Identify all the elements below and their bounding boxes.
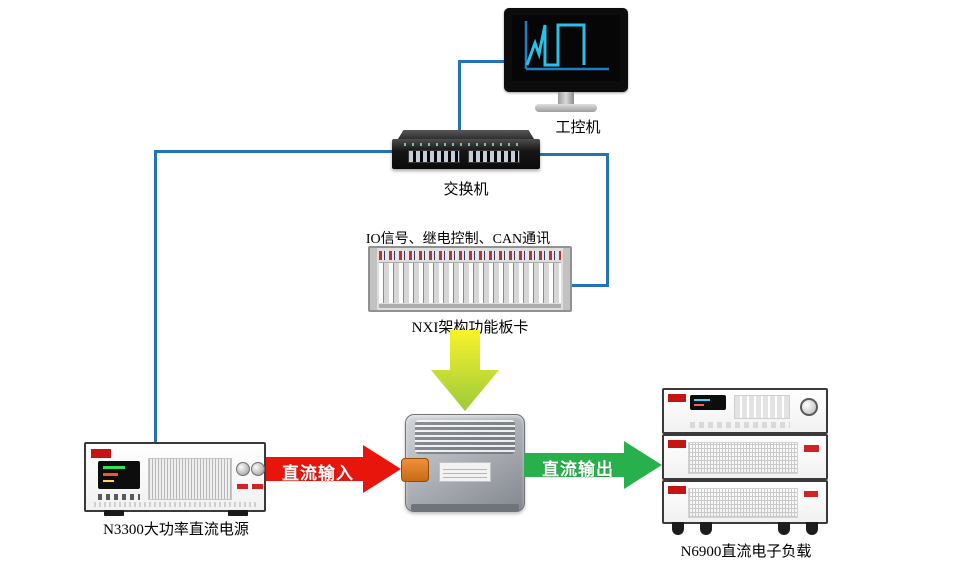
line-switch-to-nxi-horizontal-bottom (570, 284, 609, 287)
load-red-tag-bottom (804, 491, 818, 497)
psu-output-connector-2 (251, 462, 265, 476)
nxi-caption: IO信号、继电控制、CAN通讯 (365, 232, 551, 247)
dut-base-flange (411, 504, 519, 511)
psu-output-connector-1 (236, 462, 250, 476)
psu-display-line-green (103, 466, 125, 469)
dut-cooling-fins (415, 420, 515, 454)
load-unit-top (662, 388, 828, 434)
psu-display (98, 461, 140, 489)
switch-port-group-left (408, 150, 460, 163)
load-rotary-knob (800, 398, 818, 416)
load-lower-button-row (690, 422, 790, 428)
line-switch-to-psu-horizontal (154, 150, 394, 153)
network-switch-top (398, 130, 534, 139)
nxi-connector-strip (379, 251, 561, 260)
dc-input-arrow-icon (266, 445, 401, 493)
waveform-chart-icon (512, 15, 620, 81)
psu-brand-logo (91, 449, 111, 458)
psu-red-tag-2 (252, 484, 263, 489)
network-switch-label: 交换机 (443, 182, 489, 198)
load-brand-logo-3 (668, 486, 686, 494)
psu-foot-right (228, 510, 248, 516)
line-ipc-to-switch-vertical (458, 60, 461, 140)
psu-vent-panel (148, 458, 232, 500)
n6900-electronic-load (662, 388, 828, 524)
psu-foot-left (104, 510, 124, 516)
load-vent-panel-bottom (688, 488, 798, 518)
dut-orange-connector (401, 458, 429, 482)
load-red-tag-middle (804, 445, 819, 452)
line-switch-to-nxi-horizontal-top (538, 153, 609, 156)
psu-display-line-yellow (103, 480, 114, 482)
monitor-stand (558, 92, 574, 105)
nxi-label: NXI架构功能板卡 (411, 320, 529, 336)
psu-button-row (98, 494, 140, 500)
line-switch-to-psu-vertical (154, 150, 157, 452)
load-label: N6900直流电子负载 (680, 544, 812, 560)
psu-label: N3300大功率直流电源 (103, 522, 249, 538)
switch-led-row-icon (404, 143, 524, 146)
dc-output-arrow-icon (524, 441, 662, 489)
load-caster-2 (700, 522, 712, 535)
load-caster-3 (778, 522, 790, 535)
line-switch-to-nxi-vertical (606, 153, 609, 287)
load-unit-bottom (662, 480, 828, 524)
load-button-grid (734, 395, 790, 419)
nxi-rack-ear-left (370, 248, 377, 310)
monitor-base (535, 104, 597, 112)
industrial-pc-monitor (504, 8, 628, 92)
dc-output-label: 直流输出 (542, 460, 614, 480)
psu-display-line-red (103, 473, 118, 476)
switch-port-group-right (468, 150, 520, 163)
n3300-power-supply (84, 442, 266, 512)
load-brand-logo-2 (668, 440, 686, 448)
nxi-card-slots (379, 262, 561, 303)
load-display-line-red (694, 404, 704, 406)
load-caster-4 (806, 522, 818, 535)
psu-red-tag-1 (237, 484, 248, 489)
load-caster-1 (672, 522, 684, 535)
load-vent-panel-middle (688, 442, 798, 474)
dut-nameplate (439, 462, 491, 482)
down-arrow-icon (431, 330, 499, 411)
nxi-bottom-rail (379, 304, 561, 308)
dut-converter (401, 414, 525, 512)
load-display-line-cyan (694, 399, 710, 401)
industrial-pc-label: 工控机 (555, 120, 601, 136)
nxi-chassis (368, 246, 572, 312)
dut-nameplate-lines (443, 466, 487, 478)
load-display (690, 395, 726, 410)
line-ipc-to-switch-horizontal (458, 60, 508, 63)
load-brand-logo-1 (668, 394, 686, 402)
psu-bottom-vents (94, 502, 258, 507)
nxi-rack-ear-right (563, 248, 570, 310)
load-unit-middle (662, 434, 828, 480)
dc-input-label: 直流输入 (282, 464, 354, 484)
